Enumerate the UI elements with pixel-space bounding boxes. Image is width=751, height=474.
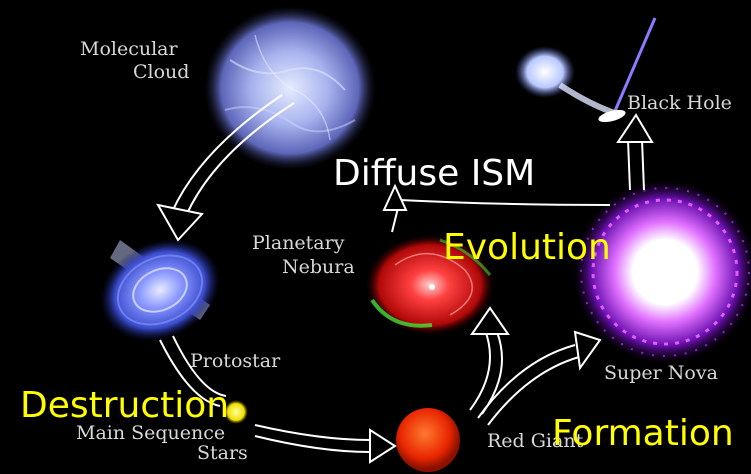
main-sequence-label-line2: Stars bbox=[197, 442, 248, 464]
destruction-overlay: Destruction bbox=[20, 386, 229, 426]
protostar-image bbox=[84, 220, 237, 359]
formation-overlay: Formation bbox=[552, 414, 734, 454]
arrow-red-giant-to-supernova bbox=[478, 332, 600, 425]
molecular-cloud-image bbox=[204, 6, 376, 170]
arrow-red-giant-to-nebula bbox=[470, 308, 508, 414]
red-giant-image bbox=[396, 408, 460, 472]
arrow-main-sequence-to-red-giant bbox=[255, 425, 395, 462]
super-nova-image bbox=[573, 180, 751, 364]
protostar-label: Protostar bbox=[190, 350, 280, 372]
diffuse-ism-overlay: Diffuse ISM bbox=[333, 154, 535, 194]
black-hole-label: Black Hole bbox=[627, 92, 732, 114]
molecular-cloud-label-line2: Cloud bbox=[133, 61, 189, 83]
planetary-nebula-label-line1: Planetary bbox=[252, 232, 344, 254]
arrow-supernova-to-black-hole bbox=[618, 115, 652, 190]
molecular-cloud-label-line1: Molecular bbox=[80, 38, 178, 60]
evolution-overlay: Evolution bbox=[443, 228, 611, 268]
planetary-nebula-label-line2: Nebura bbox=[282, 256, 355, 278]
super-nova-label: Super Nova bbox=[604, 362, 718, 384]
